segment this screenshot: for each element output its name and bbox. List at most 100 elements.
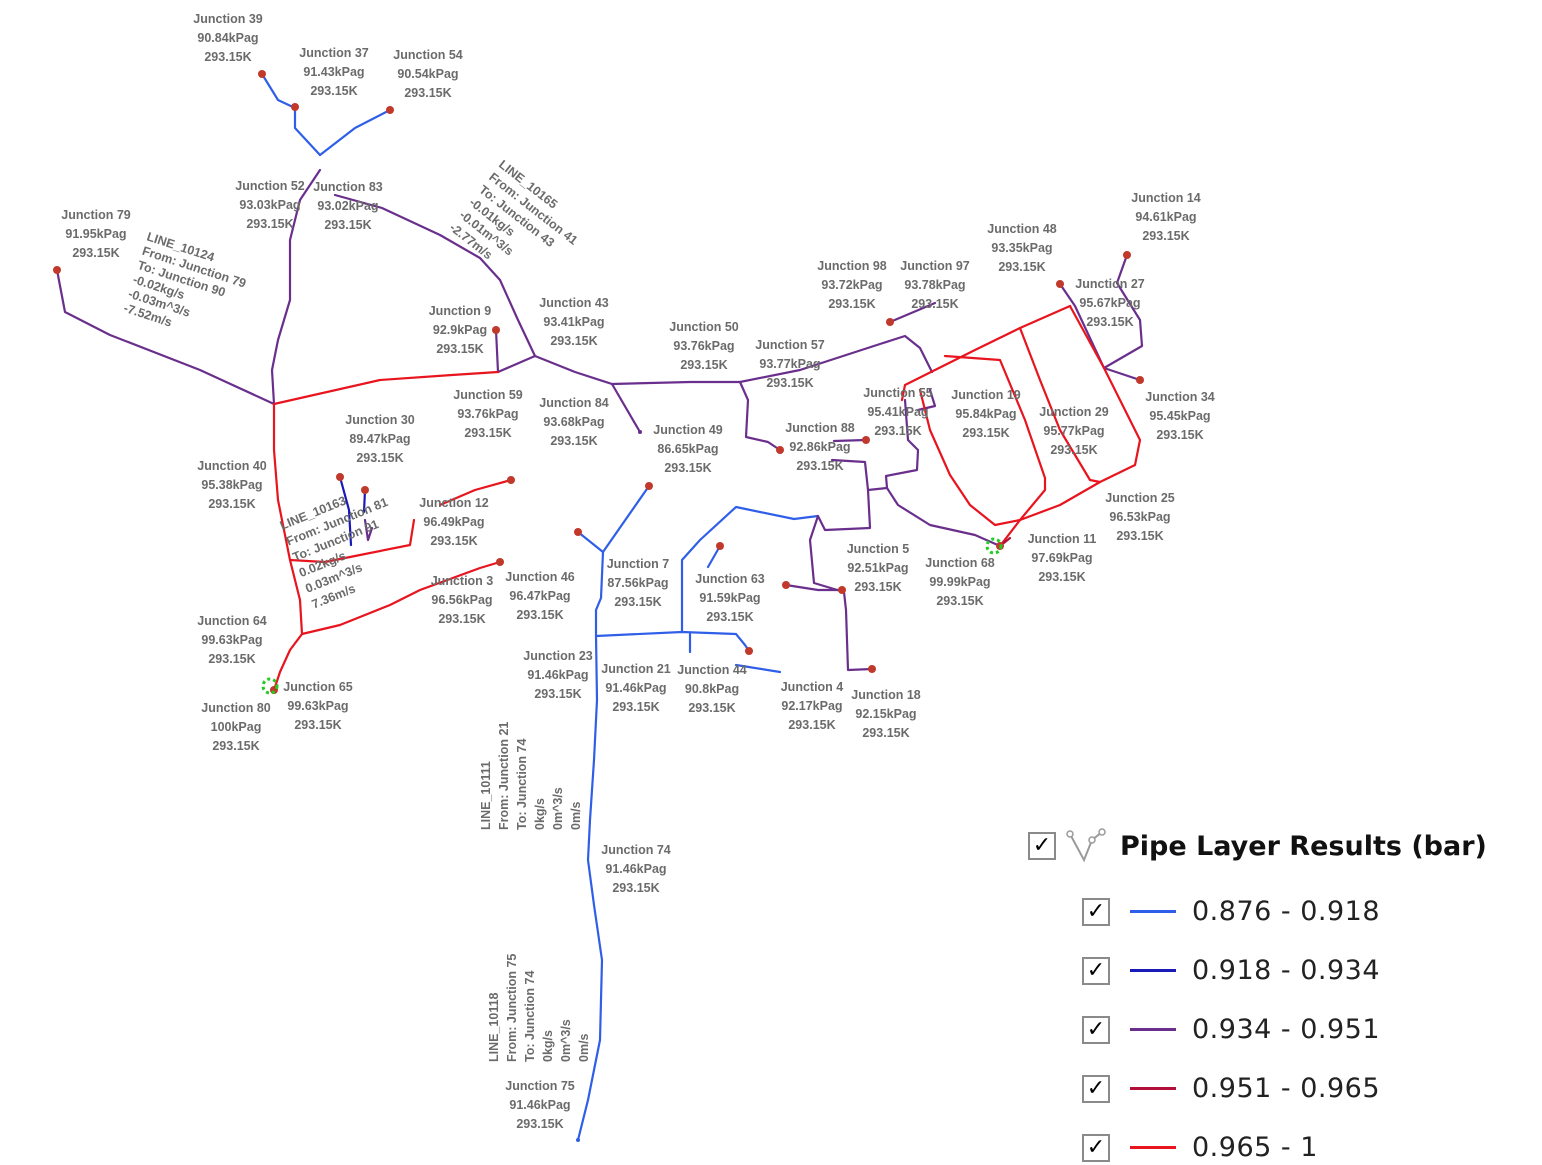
junction-node[interactable]: [1136, 376, 1144, 384]
class-visibility-checkbox[interactable]: ✓: [1082, 956, 1110, 985]
pipe-segment[interactable]: [1058, 282, 1142, 382]
junction-node[interactable]: [258, 70, 266, 78]
pipe-segment[interactable]: [272, 370, 500, 406]
junction-node[interactable]: [576, 1138, 580, 1142]
line-flow-label: LINE_10124From: Junction 79To: Junction …: [122, 230, 248, 330]
junction-node[interactable]: [782, 581, 790, 589]
pipe-segment[interactable]: [338, 475, 353, 547]
pipe-segment[interactable]: [594, 630, 751, 653]
junction-node[interactable]: [868, 665, 876, 673]
pipe-segment[interactable]: [300, 560, 502, 636]
pipe-segment[interactable]: [272, 402, 304, 692]
junction-node[interactable]: [1123, 251, 1131, 259]
class-visibility-checkbox[interactable]: ✓: [1082, 897, 1110, 926]
junction-node[interactable]: [574, 528, 582, 536]
junction-node[interactable]: [507, 476, 515, 484]
junction-node[interactable]: [53, 266, 61, 274]
pipe-segment[interactable]: [884, 398, 920, 490]
pipe-segment[interactable]: [706, 544, 722, 569]
junction-node[interactable]: [776, 446, 784, 454]
pipe-segment[interactable]: [610, 334, 934, 386]
legend-class-row: ✓0.918 - 0.934: [1082, 941, 1380, 1000]
pipe-segment[interactable]: [738, 380, 782, 452]
pipe-segment[interactable]: [680, 505, 820, 634]
junction-node[interactable]: [886, 318, 894, 326]
legend-color-swatch: [1130, 910, 1176, 913]
pipe-segment[interactable]: [866, 486, 1002, 548]
pipe-segment[interactable]: [1018, 326, 1102, 484]
pipe-segment[interactable]: [260, 72, 297, 110]
pipe-segment[interactable]: [734, 663, 782, 674]
pipe-segment[interactable]: [784, 583, 844, 592]
junction-node[interactable]: [291, 103, 299, 111]
pipe-segment[interactable]: [333, 193, 537, 358]
checkmark-icon: ✓: [1086, 898, 1106, 924]
pipe-segment[interactable]: [533, 354, 642, 434]
layer-visibility-checkbox[interactable]: ✓: [1028, 832, 1056, 860]
junction-node[interactable]: [645, 482, 653, 490]
pipe-segment[interactable]: [494, 328, 500, 374]
junction-node[interactable]: [862, 436, 870, 444]
pipe-segment[interactable]: [888, 301, 937, 324]
junction-node[interactable]: [336, 473, 344, 481]
class-visibility-checkbox[interactable]: ✓: [1082, 1133, 1110, 1162]
junction-node[interactable]: [1056, 280, 1064, 288]
pipe-segment[interactable]: [576, 530, 605, 1142]
pipe-segment[interactable]: [55, 268, 276, 406]
pipe-segment[interactable]: [998, 304, 1142, 548]
pipe-layer: [55, 72, 1144, 1142]
legend-range-label: 0.876 - 0.918: [1192, 896, 1380, 927]
junction-node[interactable]: [386, 106, 394, 114]
junction-node[interactable]: [838, 586, 846, 594]
pipe-segment[interactable]: [288, 518, 416, 564]
pipe-segment[interactable]: [808, 458, 874, 672]
pipe-segment[interactable]: [832, 438, 868, 443]
pipe-segment[interactable]: [918, 354, 1047, 527]
junction-node[interactable]: [496, 558, 504, 566]
pipe-segment[interactable]: [496, 354, 537, 374]
pipe-segment[interactable]: [438, 478, 513, 507]
pipe-segment[interactable]: [1102, 253, 1144, 370]
pipe-segment[interactable]: [601, 484, 651, 554]
class-visibility-checkbox[interactable]: ✓: [1082, 1015, 1110, 1044]
pipe-segment[interactable]: [363, 518, 374, 542]
class-visibility-checkbox[interactable]: ✓: [1082, 1074, 1110, 1103]
pipe-segment[interactable]: [318, 108, 392, 157]
junction-node[interactable]: [716, 542, 724, 550]
pipe-segment[interactable]: [270, 168, 322, 406]
legend-class-row: ✓0.965 - 1: [1082, 1118, 1380, 1165]
pipe-segment[interactable]: [293, 106, 322, 157]
junction-node[interactable]: [492, 326, 500, 334]
source-anchor-icon: [261, 677, 279, 695]
pipe-segment[interactable]: [900, 304, 1072, 402]
junction-node[interactable]: [361, 486, 369, 494]
legend-class-row: ✓0.934 - 0.951: [1082, 1000, 1380, 1059]
junction-node[interactable]: [638, 430, 642, 434]
junction-node[interactable]: [745, 647, 753, 655]
